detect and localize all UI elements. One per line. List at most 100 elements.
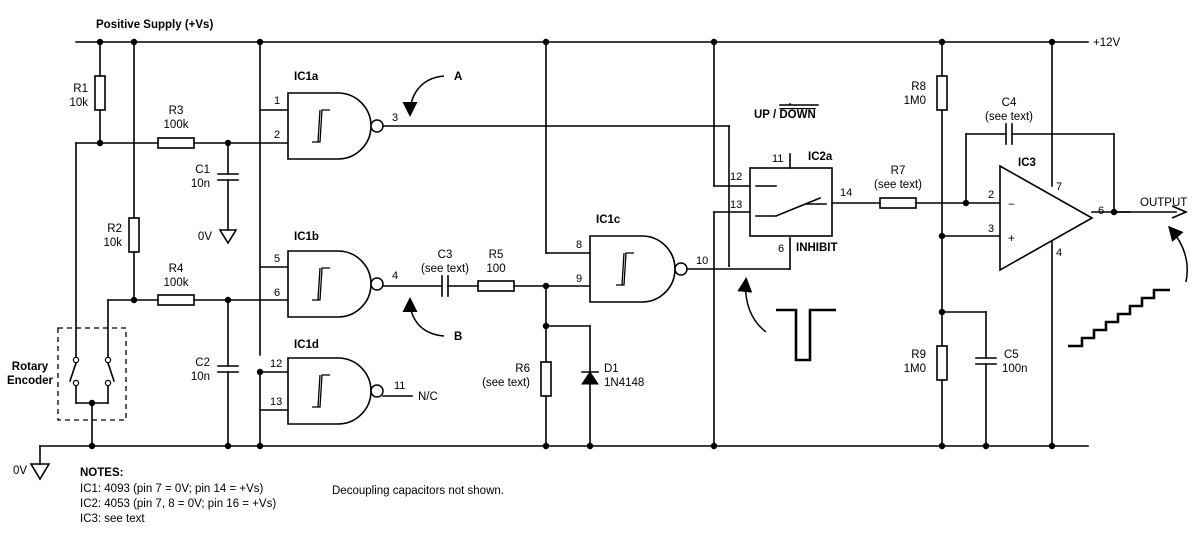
- c5-capacitor: C5 100n: [941, 311, 1028, 447]
- pulse-waveform: [737, 277, 836, 362]
- updown-label: UP / DOWN: [754, 109, 816, 121]
- svg-text:A: A: [454, 71, 462, 83]
- svg-text:3: 3: [392, 112, 398, 124]
- svg-text:100k: 100k: [164, 277, 189, 289]
- svg-text:13: 13: [730, 199, 742, 211]
- ground-label: 0V: [13, 465, 27, 477]
- decoupling-note: Decoupling capacitors not shown.: [332, 485, 504, 497]
- svg-text:(see text): (see text): [421, 263, 469, 275]
- svg-text:5: 5: [274, 253, 280, 265]
- ic1b-label: IC1b: [294, 231, 319, 243]
- output-terminal: OUTPUT: [1113, 197, 1189, 219]
- rotary-encoder: Rotary Encoder: [7, 142, 127, 447]
- svg-text:6: 6: [1098, 205, 1104, 217]
- svg-text:C5: C5: [1004, 349, 1019, 361]
- svg-text:6: 6: [778, 243, 784, 255]
- svg-text:2: 2: [274, 129, 280, 141]
- ic1c-label: IC1c: [596, 214, 621, 226]
- c3-capacitor: C3 (see text): [382, 249, 469, 297]
- svg-text:12: 12: [270, 358, 282, 370]
- svg-text:R5: R5: [489, 249, 504, 261]
- svg-text:B: B: [454, 331, 462, 343]
- ground-rail: 0V: [13, 445, 1089, 481]
- ic1c-gate: 8 9 10 IC1c: [545, 41, 791, 303]
- ic1a-gate: 1 2 3 IC1a: [259, 41, 730, 356]
- svg-text:14: 14: [840, 187, 852, 199]
- notes-line-3: IC3: see text: [80, 513, 145, 525]
- svg-text:100k: 100k: [164, 119, 189, 131]
- svg-text:6: 6: [274, 287, 280, 299]
- inhibit-label: INHIBIT: [796, 242, 838, 254]
- svg-text:100: 100: [486, 263, 505, 275]
- svg-text:R8: R8: [911, 81, 926, 93]
- junction-dots: [88, 38, 1118, 450]
- r2-resistor: R2 10k: [103, 41, 140, 301]
- svg-text:R4: R4: [169, 263, 184, 275]
- ic2a-switch: 11 12 13 14 6 IC2a UP / DOWN INHIBIT: [713, 41, 881, 447]
- ic2a-label: IC2a: [808, 151, 833, 163]
- c4-capacitor: C4 (see text): [965, 97, 1115, 213]
- ic3-label: IC3: [1018, 157, 1036, 169]
- r6-resistor: R6 (see text): [482, 285, 552, 447]
- svg-text:11: 11: [394, 380, 405, 392]
- nc-label: N/C: [418, 391, 438, 403]
- svg-text:13: 13: [270, 396, 282, 408]
- r8-resistor: R8 1M0: [904, 41, 948, 347]
- ic3-opamp: − + 2 3 6 7 4 IC3: [941, 41, 1131, 447]
- notes-line-1: IC1: 4093 (pin 7 = 0V; pin 14 = +Vs): [80, 483, 264, 495]
- svg-text:1M0: 1M0: [904, 363, 926, 375]
- svg-text:R2: R2: [107, 223, 122, 235]
- notes-block: NOTES: IC1: 4093 (pin 7 = 0V; pin 14 = +…: [80, 467, 504, 525]
- svg-text:8: 8: [576, 239, 582, 251]
- svg-text:100n: 100n: [1002, 363, 1028, 375]
- svg-text:C1: C1: [195, 164, 210, 176]
- ic3-plus-symbol: +: [1008, 233, 1015, 245]
- ic3-minus-symbol: −: [1008, 199, 1015, 211]
- svg-text:R9: R9: [911, 349, 926, 361]
- svg-text:R1: R1: [73, 83, 88, 95]
- marker-a: A: [402, 71, 462, 117]
- svg-text:R7: R7: [891, 165, 906, 177]
- svg-text:C4: C4: [1002, 97, 1017, 109]
- svg-text:(see text): (see text): [985, 111, 1033, 123]
- svg-text:10n: 10n: [191, 371, 210, 383]
- svg-text:3: 3: [988, 223, 994, 235]
- svg-text:R3: R3: [169, 105, 184, 117]
- output-label: OUTPUT: [1140, 197, 1187, 209]
- svg-text:10k: 10k: [103, 237, 122, 249]
- svg-text:7: 7: [1056, 181, 1062, 193]
- svg-text:4: 4: [1056, 247, 1062, 259]
- svg-text:D1: D1: [604, 363, 619, 375]
- svg-text:10n: 10n: [191, 178, 210, 190]
- ic1a-label: IC1a: [294, 71, 319, 83]
- ic1d-label: IC1d: [294, 339, 319, 351]
- svg-text:R6: R6: [515, 363, 530, 375]
- svg-text:C3: C3: [438, 249, 453, 261]
- r1-resistor: R1 10k: [69, 41, 106, 144]
- r5-resistor: R5 100: [447, 249, 591, 292]
- svg-text:1N4148: 1N4148: [604, 377, 644, 389]
- ic1b-gate: 5 6 4 IC1b: [259, 231, 398, 318]
- svg-text:1: 1: [274, 95, 280, 107]
- svg-text:(see text): (see text): [482, 377, 530, 389]
- positive-supply-label: Positive Supply (+Vs): [96, 19, 213, 31]
- svg-text:10k: 10k: [69, 97, 88, 109]
- notes-line-2: IC2: 4053 (pin 7, 8 = 0V; pin 16 = +Vs): [80, 498, 276, 510]
- plus12v-label: +12V: [1093, 37, 1121, 49]
- d1-diode: D1 1N4148: [545, 325, 644, 447]
- c2-capacitor: C2 10n: [191, 299, 239, 447]
- encoder-label-line2: Encoder: [7, 375, 54, 387]
- r7-resistor: R7 (see text): [874, 165, 1001, 209]
- notes-heading: NOTES:: [80, 467, 123, 479]
- staircase-waveform: [1068, 225, 1188, 348]
- svg-text:12: 12: [730, 171, 742, 183]
- r3-resistor: R3 100k: [75, 105, 289, 149]
- c1-capacitor: C1 10n 0V: [191, 142, 239, 245]
- svg-text:1M0: 1M0: [904, 95, 926, 107]
- svg-text:9: 9: [576, 273, 582, 285]
- r9-resistor: R9 1M0: [904, 345, 948, 447]
- svg-text:C2: C2: [195, 357, 210, 369]
- svg-text:10: 10: [696, 255, 708, 267]
- positive-supply-rail: Positive Supply (+Vs) +12V: [75, 19, 1121, 49]
